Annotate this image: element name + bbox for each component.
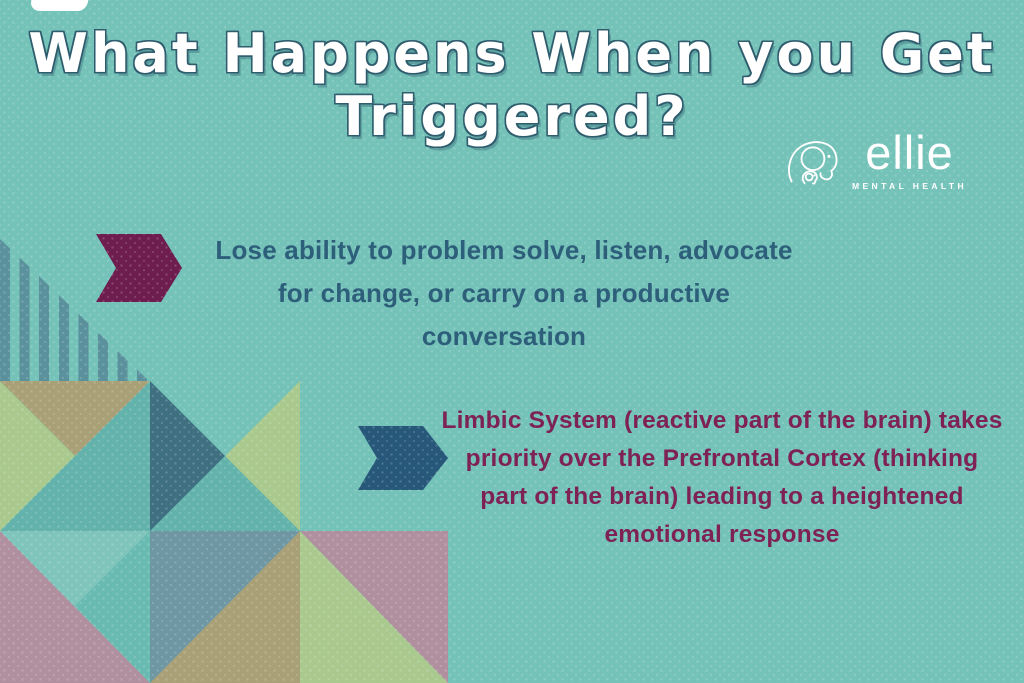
quilt-triangle bbox=[150, 456, 300, 531]
bullet-text-line: part of the brain) leading to a heighten… bbox=[480, 483, 964, 510]
page-title: What Happens When you Get Triggered? bbox=[0, 22, 1024, 148]
chevron-arrow-shape bbox=[96, 234, 182, 302]
quilt-triangle bbox=[150, 381, 225, 531]
bullet-text-line: Limbic System (reactive part of the brai… bbox=[441, 407, 1003, 434]
quilt-triangle bbox=[0, 381, 75, 531]
bullet-text-line: for change, or carry on a productive bbox=[277, 278, 731, 308]
quilt-triangle bbox=[0, 531, 150, 606]
chevron-arrow-shape bbox=[358, 426, 448, 490]
brand-tagline: MENTAL HEALTH bbox=[852, 181, 968, 191]
quilt-pattern-decoration bbox=[0, 381, 448, 683]
quilt-triangle bbox=[300, 531, 448, 683]
quilt-triangle bbox=[225, 381, 300, 531]
quilt-triangle bbox=[75, 531, 150, 683]
quilt-triangle bbox=[0, 531, 150, 683]
chevron-arrow-icon bbox=[358, 426, 448, 490]
quilt-triangle bbox=[0, 381, 150, 456]
chevron-arrow-icon bbox=[96, 234, 182, 302]
logo-wordmark: ellie MENTAL HEALTH bbox=[852, 126, 968, 191]
quilt-triangle bbox=[150, 531, 300, 683]
cropped-white-shape bbox=[28, 0, 89, 11]
bullet-item-lose-ability: Lose ability to problem solve, listen, a… bbox=[215, 229, 792, 358]
elephant-icon bbox=[788, 140, 838, 184]
brand-name: ellie bbox=[865, 126, 954, 179]
ellie-logo: ellie MENTAL HEALTH bbox=[784, 126, 968, 191]
bullet-text-line: conversation bbox=[421, 321, 587, 351]
bullet-text-line: emotional response bbox=[604, 521, 840, 548]
bullet-text-line: Lose ability to problem solve, listen, a… bbox=[215, 235, 793, 265]
quilt-triangle bbox=[0, 381, 150, 531]
bullet-item-limbic-system: Limbic System (reactive part of the brai… bbox=[441, 402, 1002, 554]
title-line-2: Triggered? bbox=[335, 85, 689, 148]
bullet-text-line: priority over the Prefrontal Cortex (thi… bbox=[465, 445, 979, 472]
title-line-1: What Happens When you Get bbox=[28, 22, 996, 85]
